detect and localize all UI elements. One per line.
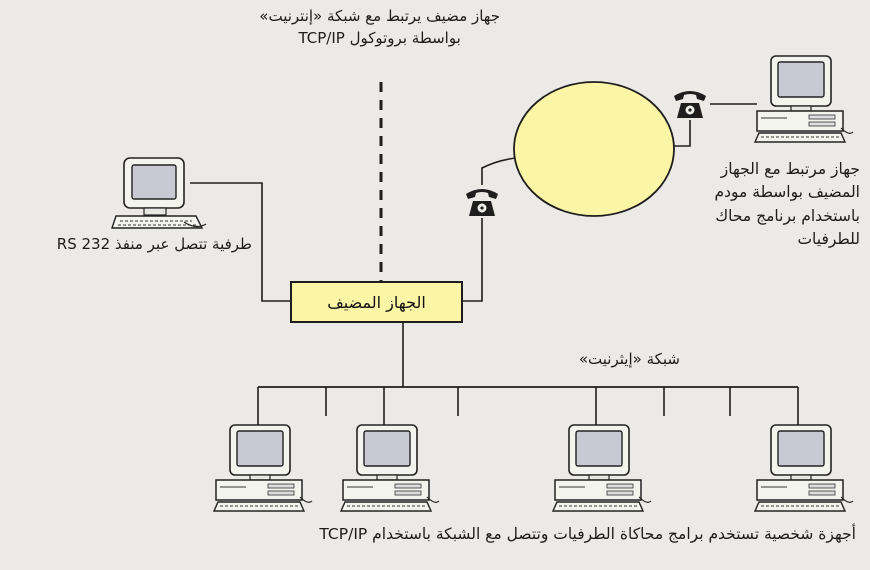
desktop-pc-icon — [754, 424, 854, 512]
modem-link-cloud-to-phone — [671, 120, 691, 147]
rs232-terminal-icon — [111, 157, 207, 229]
host-label: الجهاز المضيف — [327, 292, 426, 312]
modem-host-caption-line: جهاز مرتبط مع الجهاز — [720, 160, 860, 178]
telephone-icon — [465, 188, 499, 217]
modem-host-caption-line: للطرفيات — [797, 229, 860, 248]
host-computer-box: الجهاز المضيف — [290, 281, 463, 323]
modem-host-caption-line: باستخدام برنامج محاك — [715, 206, 860, 225]
desktop-pc-icon — [340, 424, 440, 512]
modem-host-caption-line: المضيف بواسطة مودم — [714, 183, 860, 202]
pcs-caption: أجهزة شخصية تستخدم برامج محاكاة الطرفيات… — [319, 523, 856, 545]
modem-link-host-side — [463, 218, 483, 302]
telephone-icon — [673, 90, 707, 119]
desktop-pc-icon — [552, 424, 652, 512]
remote-modem-pc-icon — [754, 55, 854, 143]
internet-host-caption-line: جهاز مضيف يرتبط مع شبكة «إنترنيت» — [259, 7, 500, 25]
internet-host-caption-line: بواسطة بروتوكول TCP/IP — [298, 28, 461, 47]
modem-host-caption: جهاز مرتبط مع الجهاز المضيف بواسطة مودم … — [715, 158, 860, 251]
modem-link-to-cloud — [481, 157, 517, 185]
internet-host-caption: جهاز مضيف يرتبط مع شبكة «إنترنيت» بواسطة… — [259, 6, 500, 50]
rs232-link — [190, 182, 290, 302]
ethernet-caption-text: شبكة «إيثرنيت» — [578, 350, 680, 368]
pcs-caption-text: أجهزة شخصية تستخدم برامج محاكاة الطرفيات… — [319, 525, 856, 543]
telephone-network-cloud — [513, 81, 675, 217]
rs232-terminal-caption: طرفية تتصل عبر منفذ RS 232 — [57, 234, 252, 256]
rs232-terminal-caption-text: طرفية تتصل عبر منفذ RS 232 — [56, 235, 252, 253]
ethernet-caption: شبكة «إيثرنيت» — [579, 349, 680, 371]
desktop-pc-icon — [213, 424, 313, 512]
